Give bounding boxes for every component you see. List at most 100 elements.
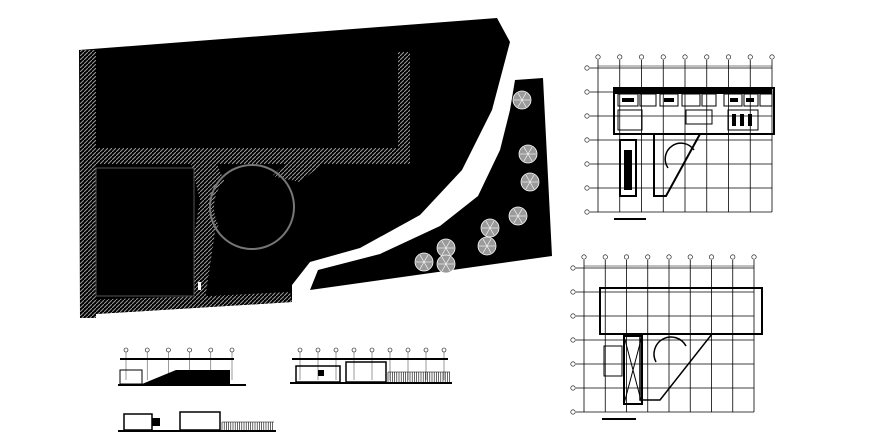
elevation-roof: [292, 358, 448, 360]
grid-bubble: [584, 161, 590, 167]
grid-bubble: [351, 347, 357, 353]
elevation-1: [118, 347, 246, 386]
elevation-block: [123, 413, 153, 431]
elevation-window: [318, 370, 324, 376]
grid-bubble: [595, 54, 601, 60]
walkway-diagonal-right: [272, 150, 340, 182]
grid-bubble: [584, 113, 590, 119]
tree-branch: [419, 261, 425, 270]
grid-bubble: [725, 54, 731, 60]
trees: [414, 90, 540, 274]
grid-bubble: [660, 54, 666, 60]
plan-title-bar: [602, 418, 636, 420]
plan-title-bar: [614, 218, 646, 220]
tree-branch: [441, 240, 447, 249]
grid-bubble: [229, 347, 235, 353]
tree-branch: [517, 215, 523, 224]
tree-branch: [441, 256, 447, 265]
tree-branch: [523, 153, 529, 162]
grid-bubble: [581, 254, 587, 260]
tree-branch: [521, 92, 527, 101]
tree-branch: [513, 215, 519, 224]
grid-bubble: [666, 254, 672, 260]
tree-branch: [441, 263, 447, 272]
grid-bubble: [387, 347, 393, 353]
plan-block: [599, 287, 763, 335]
tree-branch: [485, 227, 491, 236]
grid-bubble: [208, 347, 214, 353]
grid-bubble: [441, 347, 447, 353]
plan-stair-cross: [623, 335, 643, 405]
grid-bubble: [315, 347, 321, 353]
grid-bubble: [769, 54, 775, 60]
plan-stair: [619, 139, 637, 197]
elevation-3: [118, 411, 276, 432]
plan-diagonal-wing: [653, 133, 702, 197]
grid-bubble: [623, 254, 629, 260]
grid-bubble: [570, 385, 576, 391]
tree-branch: [445, 256, 451, 265]
elevation-grid-markers: [123, 347, 235, 380]
grid-bubble: [584, 185, 590, 191]
tree-branch: [527, 153, 533, 162]
grid-bubble: [747, 54, 753, 60]
plan-stair: [623, 335, 643, 405]
tree-branch: [513, 208, 519, 217]
floor-plan-upper: [584, 54, 775, 220]
elevation-fence: [221, 421, 274, 430]
plan-arc: [653, 336, 687, 363]
tree-branch: [517, 99, 523, 108]
elevation-wall: [119, 369, 143, 385]
grid-bubble: [369, 347, 375, 353]
grid-bubble: [751, 254, 757, 260]
grid-bubble: [704, 54, 710, 60]
grid-bubble: [144, 347, 150, 353]
grid-bubble: [297, 347, 303, 353]
tree-branch: [486, 245, 492, 254]
elevation-block: [179, 411, 221, 431]
elevation-2: [290, 347, 452, 384]
grid-bubble: [617, 54, 623, 60]
central-plaza: [214, 169, 290, 245]
grid-bubble: [570, 265, 576, 271]
floor-plan-lower: [570, 254, 763, 420]
elevation-ramp: [142, 370, 230, 384]
grid-bubble: [584, 137, 590, 143]
grid-bubble: [570, 361, 576, 367]
plan-diagonal-wing: [639, 333, 714, 401]
tree-branch: [419, 254, 425, 263]
tree-branch: [485, 220, 491, 229]
tree-branch: [445, 263, 451, 272]
tree-branch: [523, 146, 529, 155]
hatched-border-bottom: [80, 292, 292, 318]
grid-bubble: [570, 337, 576, 343]
grid-bubble: [638, 54, 644, 60]
grid-bubble: [423, 347, 429, 353]
grid-bubble: [730, 254, 736, 260]
grid-bubble: [123, 347, 129, 353]
grid-bubble: [584, 209, 590, 215]
plan-grid: [570, 254, 757, 415]
grid-bubble: [570, 409, 576, 415]
plan-room-fill: [622, 98, 754, 126]
elevation-block: [345, 361, 387, 383]
grid-bubble: [187, 347, 192, 353]
tree-branch: [489, 220, 495, 229]
tree-branch: [423, 261, 429, 270]
tree-branch: [482, 245, 488, 254]
grid-bubble: [584, 89, 590, 95]
walkway-vertical: [398, 52, 410, 162]
tree-branch: [445, 240, 451, 249]
walkway-horizontal: [96, 148, 410, 164]
plan-side-block: [603, 345, 623, 377]
tree-branch: [525, 181, 531, 190]
grid-bubble: [333, 347, 339, 353]
grid-bubble: [602, 254, 608, 260]
elevation-ground: [118, 384, 246, 386]
tree-branch: [482, 238, 488, 247]
grid-bubble: [687, 254, 693, 260]
tree-branch: [527, 146, 533, 155]
hatched-border-left: [80, 50, 96, 318]
